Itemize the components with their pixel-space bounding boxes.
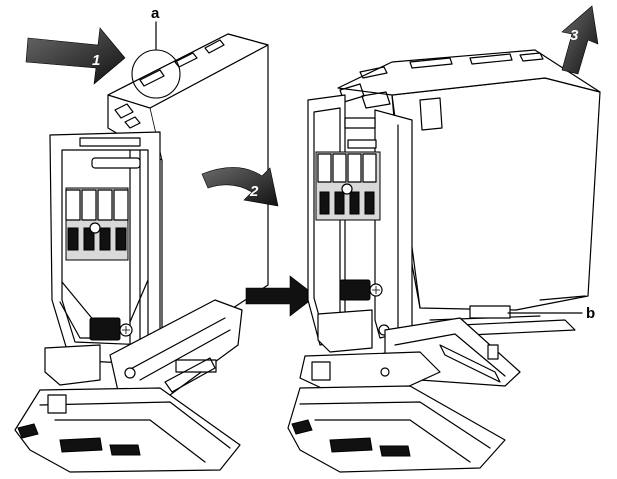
step-3-label: 3	[570, 27, 579, 44]
step-1-label: 1	[92, 52, 100, 69]
right-terminal-block	[315, 151, 381, 221]
push-arrow-icon	[25, 27, 126, 85]
rotate-arrow-icon	[201, 167, 279, 207]
left-rail-base	[14, 299, 243, 473]
callout-a: a	[151, 5, 160, 22]
step-3-arrow: 3	[561, 5, 599, 75]
callout-b: b	[586, 305, 595, 322]
left-latch	[89, 317, 133, 341]
left-assembly	[14, 33, 269, 473]
lift-arrow-icon	[561, 5, 599, 75]
right-box-body	[391, 77, 601, 311]
step-2-label: 2	[249, 183, 259, 200]
left-terminal-block	[65, 187, 129, 261]
step-1-arrow: 1	[25, 27, 126, 85]
right-assembly	[287, 49, 601, 473]
transition-arrow-icon	[245, 275, 317, 317]
right-rail-base	[287, 309, 521, 473]
step-2-arrow: 2	[201, 167, 279, 207]
